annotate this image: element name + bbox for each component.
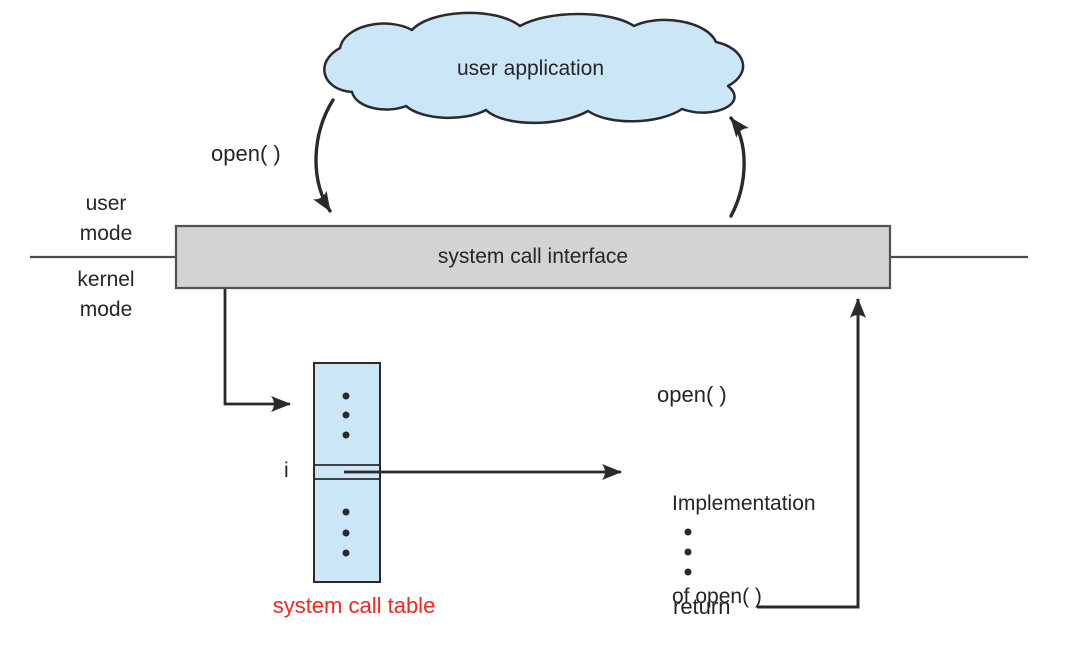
system-call-table-caption: system call table: [272, 593, 436, 618]
ellipsis-dot: [684, 528, 692, 536]
return-arrow: [757, 298, 866, 609]
ellipsis-dot: [342, 529, 350, 537]
implementation-line-2: of open( ): [672, 585, 762, 608]
return-to-application-arrow: [729, 116, 749, 218]
ellipsis-dot: [342, 508, 350, 516]
table-index-label: i: [284, 459, 289, 482]
system-call-interface-label: system call interface: [437, 245, 629, 268]
implementation-open-label: open( ): [657, 382, 727, 407]
implementation-text: Implementation of open( ) system call: [672, 426, 816, 648]
ellipsis-dot: [342, 431, 350, 439]
user-application-label: user application: [456, 57, 605, 80]
open-call-label: open( ): [211, 141, 281, 166]
ellipsis-dot: [342, 549, 350, 557]
kernel-mode-label: kernel mode: [77, 268, 135, 321]
implementation-line-1: Implementation: [672, 492, 816, 515]
open-call-arrow: [313, 98, 335, 213]
ellipsis-dot: [342, 392, 350, 400]
user-mode-label: user mode: [79, 192, 133, 245]
ellipsis-dot: [684, 568, 692, 576]
user-application-cloud: [323, 11, 745, 125]
ellipsis-dot: [342, 411, 350, 419]
ellipsis-dot: [684, 548, 692, 556]
system-call-interface-bar: [174, 224, 892, 290]
dispatch-elbow-arrow: [223, 289, 291, 412]
return-label: return: [673, 594, 731, 619]
